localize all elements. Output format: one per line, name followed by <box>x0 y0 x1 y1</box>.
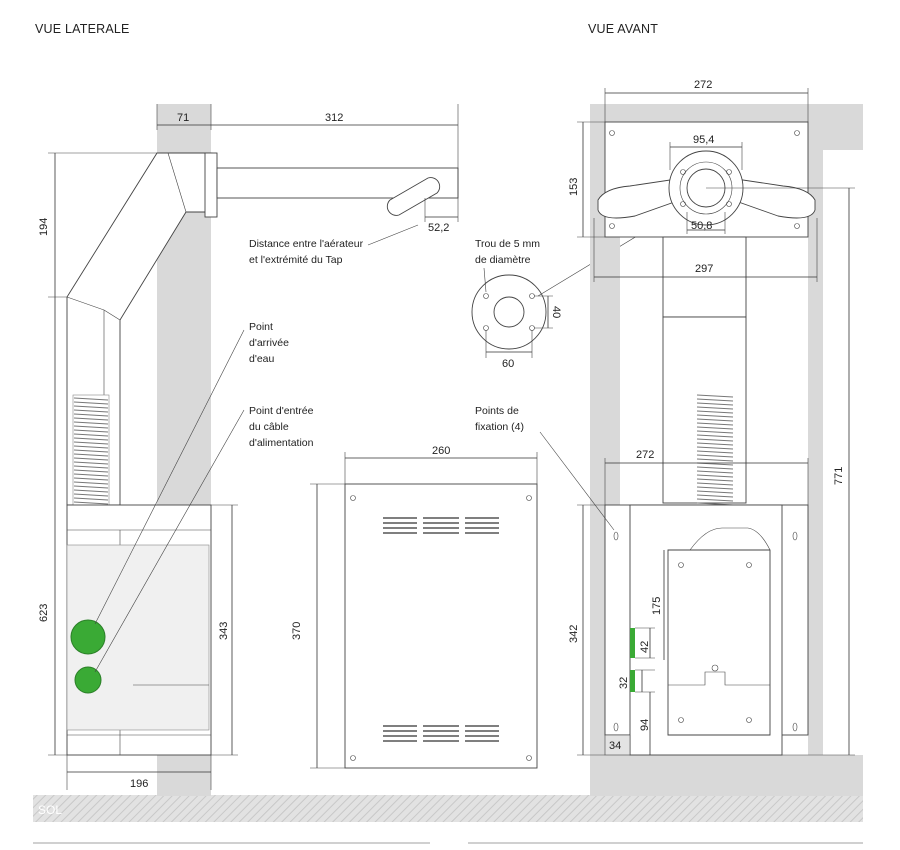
dim-arm-span: 297 <box>695 263 713 275</box>
side-view: Point d'arrivée d'eau Point d'entrée du … <box>38 104 459 796</box>
dim-height-top: 194 <box>38 218 50 236</box>
front-cable-port <box>630 670 635 692</box>
cover-view: 260 370 <box>291 445 538 769</box>
dim-cover-width: 260 <box>432 445 450 457</box>
cable-note-1: Point d'entrée <box>249 405 314 417</box>
dim-inner-width: 50,8 <box>691 220 712 232</box>
dim-height-42: 42 <box>639 641 651 653</box>
aerator-note-1: Distance entre l'aérateur <box>249 238 364 250</box>
water-note-2: d'arrivée <box>249 337 289 349</box>
dim-hole-spacing-w: 60 <box>502 358 514 370</box>
fix-note-2: fixation (4) <box>475 421 524 433</box>
dim-total-height: 771 <box>833 467 845 485</box>
water-note-3: d'eau <box>249 353 275 365</box>
front-view-title: VUE AVANT <box>588 22 658 36</box>
dim-base-width: 196 <box>130 778 148 790</box>
cover-vents-top <box>383 517 499 534</box>
dim-aerator-offset: 52,2 <box>428 222 449 234</box>
hole-note-2: de diamètre <box>475 254 531 266</box>
side-view-title: VUE LATERALE <box>35 22 130 36</box>
dim-height-total: 623 <box>38 604 50 622</box>
dim-plate-width: 272 <box>694 79 712 91</box>
spout-outlet <box>386 177 441 216</box>
dim-hole-spacing-h: 40 <box>550 306 562 318</box>
dim-height-32: 32 <box>618 677 630 689</box>
dim-wall-depth: 71 <box>177 112 189 124</box>
front-view: 272 95,4 50,8 153 297 771 <box>475 79 863 796</box>
dim-height-175: 175 <box>651 597 663 615</box>
hole-note-1: Trou de 5 mm <box>475 238 540 250</box>
dim-spout-length: 312 <box>325 112 343 124</box>
water-inlet-marker <box>70 619 106 655</box>
dim-height-94: 94 <box>639 719 651 731</box>
cover-vents-bottom <box>383 725 499 742</box>
dim-box-width: 272 <box>636 449 654 461</box>
dim-cabinet-height: 343 <box>218 622 230 640</box>
front-inner-panel <box>667 549 771 736</box>
dim-cover-height: 370 <box>291 622 303 640</box>
cable-note-3: d'alimentation <box>249 437 314 449</box>
dim-flange-width: 95,4 <box>693 134 714 146</box>
hole-detail: 60 40 Trou de 5 mm de diamètre <box>471 209 681 370</box>
dim-offset-34: 34 <box>609 740 621 752</box>
dim-plate-height: 153 <box>568 178 580 196</box>
water-note-1: Point <box>249 321 273 333</box>
side-hose <box>72 394 110 526</box>
floor-band: SOL <box>33 795 863 844</box>
fix-note-1: Points de <box>475 405 519 417</box>
front-water-port <box>630 628 635 658</box>
spout-flange <box>204 152 218 218</box>
cable-inlet-marker <box>74 666 102 694</box>
front-pipe-lower <box>662 316 747 504</box>
dim-box-height: 342 <box>568 625 580 643</box>
floor-label: SOL <box>38 803 62 817</box>
cable-note-2: du câble <box>249 421 289 433</box>
aerator-note-2: et l'extrémité du Tap <box>249 254 343 266</box>
cover-panel <box>344 483 538 769</box>
